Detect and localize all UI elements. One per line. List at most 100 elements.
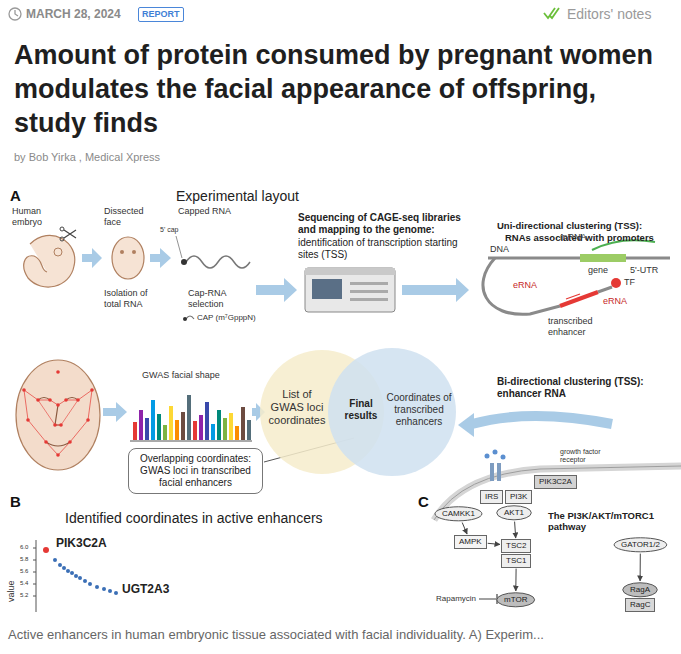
step-label: Dissected face (104, 206, 152, 228)
rna-strand (183, 317, 187, 321)
step-label: Human embryo (12, 206, 54, 228)
dot-plot (58, 563, 62, 567)
manhattan-plot (223, 418, 227, 440)
part-label: 5' cap (160, 226, 178, 234)
scissors-icon (60, 237, 64, 241)
connector-arrow (515, 569, 516, 591)
node-text: AMPK (459, 537, 482, 547)
face-landmarks (56, 453, 60, 457)
sequencer-machine (305, 268, 395, 312)
protein-box: TSC2 (501, 539, 531, 553)
notes-link: Editors' notes (567, 6, 651, 23)
report-badge: REPORT (138, 7, 184, 22)
manhattan-plot (130, 395, 252, 441)
dot-plot (53, 558, 118, 595)
oval-shape (623, 583, 658, 597)
node-text: Coordinates of transcribed enhancers (386, 392, 452, 428)
step-heading: enhancer RNA (497, 388, 566, 400)
axis-title: value (6, 580, 17, 602)
protein-oval: CAMKK1 (434, 506, 483, 522)
protein-box: AMPK (454, 535, 487, 549)
dna-diagram (598, 287, 612, 292)
sequencer-machine (305, 268, 395, 275)
face-tissue (112, 237, 144, 279)
face-landmarks (59, 423, 63, 427)
callout-box: Overlapping coordinates: GWAS loci in tr… (128, 448, 263, 494)
panel-letter: C (418, 493, 429, 511)
embryo-drawing (24, 235, 75, 287)
embryo-drawing (24, 235, 75, 287)
protein-box: PIK3C2A (534, 475, 577, 489)
axis-tick: 5.8 (20, 556, 28, 563)
face-landmarks (56, 403, 60, 407)
step-label: identification of transcription starting… (298, 237, 476, 261)
face-tissue (120, 250, 124, 254)
rna-strand (186, 316, 194, 319)
node-text: RagC (630, 600, 650, 610)
face-landmarks (56, 370, 60, 374)
dot-plot (102, 587, 106, 591)
receptor-symbol (485, 454, 490, 459)
node-text: IRS (485, 492, 498, 502)
connector-arrow (488, 543, 500, 544)
dot-plot (70, 571, 74, 575)
step-label: Cap-RNA selection (188, 288, 240, 310)
manhattan-plot (139, 410, 143, 440)
protein-oval: GATOR1/2 (613, 537, 668, 553)
manhattan-plot (247, 420, 251, 440)
flow-arrow (150, 248, 171, 268)
face-landmarks (64, 398, 68, 402)
panel-title: Identified coordinates in active enhance… (65, 510, 323, 527)
part-label: growth factor receptor (560, 448, 618, 465)
check-icon (544, 8, 559, 18)
dot-plot (62, 566, 66, 570)
receptor-symbol (490, 463, 494, 481)
step-label: Capped RNA (178, 206, 231, 217)
manhattan-plot (169, 406, 173, 440)
step-heading: Uni-directional clustering (TSS): (497, 220, 642, 231)
node-text: TSC1 (506, 556, 526, 566)
dot-plot (95, 585, 99, 589)
protein-oval: mTOR (496, 592, 535, 608)
receptor-symbol (497, 463, 501, 481)
dot-plot (83, 579, 87, 583)
part-label: 5'-UTR (630, 265, 658, 276)
dot-plot (88, 582, 92, 586)
dna-diagram (488, 257, 670, 260)
face-landmarks (26, 418, 30, 422)
node-text: CAMKK1 (442, 509, 475, 519)
manhattan-plot (151, 400, 155, 440)
bidirectional-arrow (458, 413, 612, 437)
face-landmarks (24, 390, 92, 455)
face-landmarks (48, 398, 52, 402)
step-heading: Bi-directional clustering (TSS): (497, 376, 644, 388)
dot-plot (108, 589, 112, 593)
manhattan-plot (235, 426, 239, 440)
date-text: MARCH 28, 2024 (26, 7, 121, 21)
face-landmarks (44, 440, 48, 444)
axis-tick: 6.0 (20, 544, 28, 551)
dot-plot (114, 591, 118, 595)
face-landmarks (16, 360, 100, 470)
clock-icon (15, 10, 18, 16)
protein-box: TSC1 (501, 554, 531, 568)
rna-strand (181, 259, 187, 265)
manhattan-plot (211, 424, 215, 440)
byline: by Bob Yirka , Medical Xpress (14, 151, 160, 164)
dot-plot (53, 558, 57, 562)
oval-shape (435, 507, 482, 521)
pathway-title: The PI3K/AKT/mTORC1 pathway (548, 510, 663, 533)
face-tissue (112, 237, 144, 279)
clock-icon (9, 8, 21, 20)
sequencer-machine (312, 279, 342, 299)
node-text: TSC2 (506, 541, 526, 551)
node-text: PIK3C2A (539, 477, 572, 487)
axis-tick: 5.4 (20, 580, 28, 587)
manhattan-plot (205, 402, 209, 440)
scissors-icon (64, 230, 76, 238)
axis-tick: 5.6 (20, 568, 28, 575)
face-landmarks (16, 360, 100, 470)
manhattan-plot (241, 407, 245, 440)
node-text: RagA (630, 585, 650, 595)
part-label: TF (624, 277, 635, 288)
